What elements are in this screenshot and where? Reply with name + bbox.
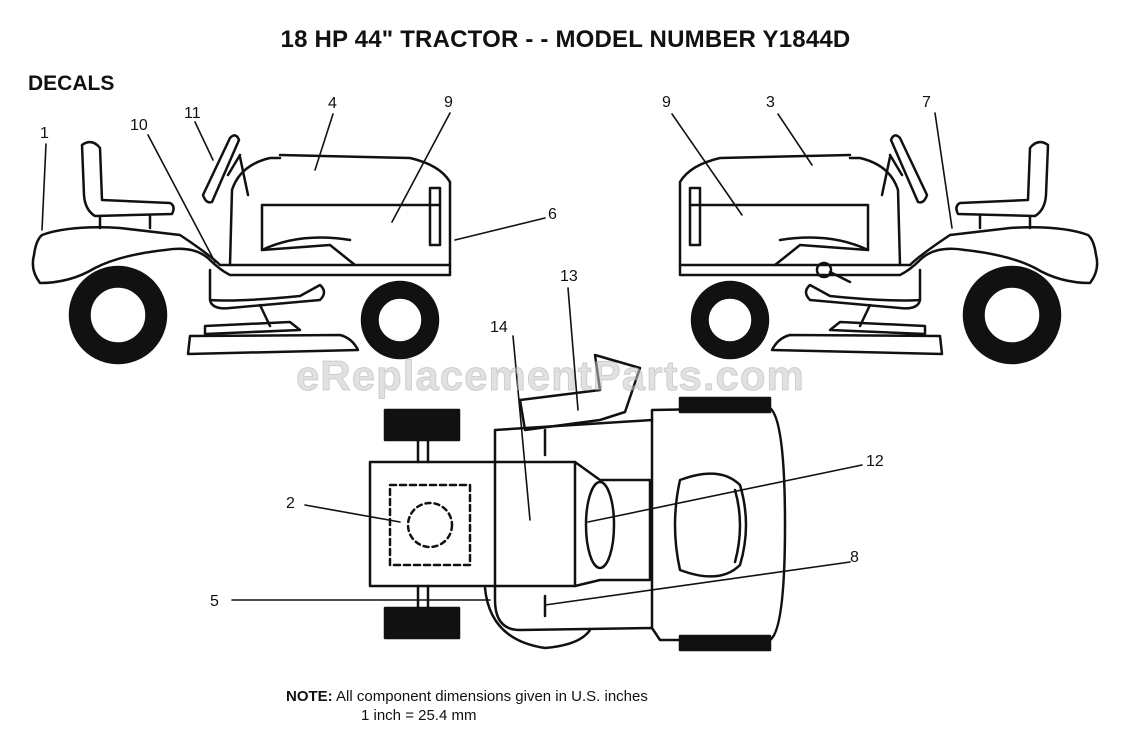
callout-10: 10 [130, 117, 148, 134]
tractor-left-side-view [31, 134, 452, 365]
callout-2: 2 [286, 495, 295, 512]
dimension-note: NOTE: All component dimensions given in … [286, 687, 648, 725]
tractor-right-side-view [678, 134, 1099, 365]
callout-6: 6 [548, 206, 557, 223]
callout-4: 4 [328, 95, 337, 112]
callout-9-left: 9 [444, 94, 453, 111]
callout-14: 14 [490, 319, 508, 336]
section-label: DECALS [28, 72, 115, 95]
callout-9-right: 9 [662, 94, 671, 111]
callout-8: 8 [850, 549, 859, 566]
callout-numbers: 1 10 11 4 9 6 9 3 7 13 14 12 2 5 8 [40, 94, 931, 610]
callout-11: 11 [184, 105, 201, 122]
callout-13: 13 [560, 268, 578, 285]
callout-12: 12 [866, 453, 884, 470]
callout-7: 7 [922, 94, 931, 111]
tractor-top-view [368, 353, 787, 652]
callout-1: 1 [40, 125, 49, 142]
callout-leaders [41, 112, 953, 606]
note-label: NOTE: [286, 688, 333, 705]
note-line-1: All component dimensions given in U.S. i… [336, 688, 648, 705]
watermark: eReplacementParts.com [296, 352, 805, 400]
diagram-title: 18 HP 44" TRACTOR - - MODEL NUMBER Y1844… [280, 26, 851, 53]
note-line-2: 1 inch = 25.4 mm [361, 707, 477, 724]
callout-3: 3 [766, 94, 775, 111]
callout-5: 5 [210, 593, 219, 610]
